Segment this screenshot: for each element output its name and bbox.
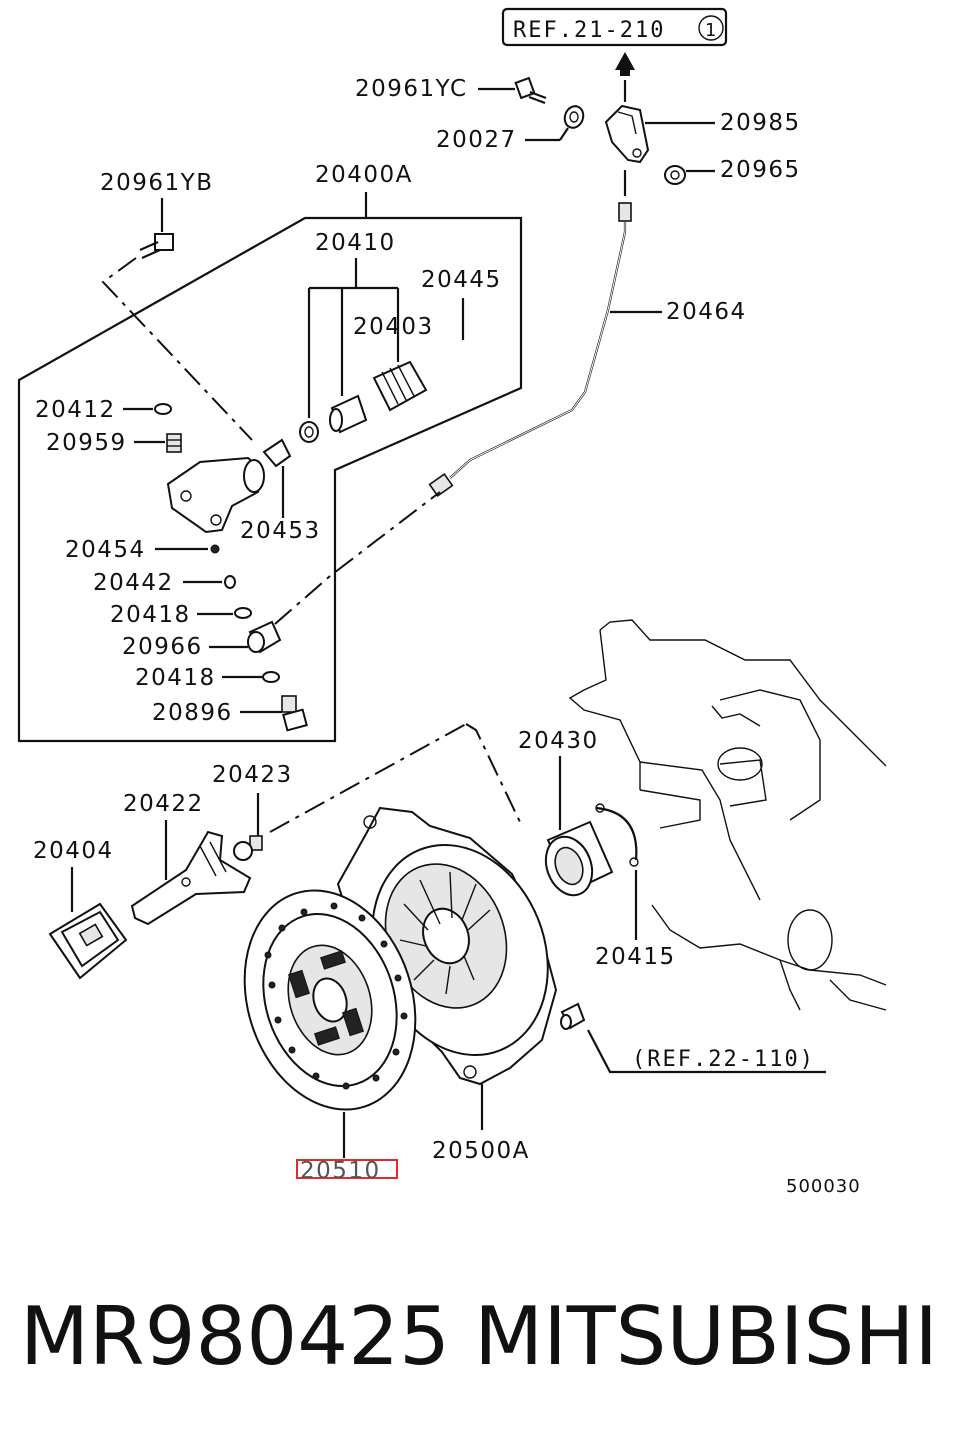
part-number: MR980425: [20, 1290, 450, 1383]
brand-name: MITSUBISHI: [474, 1290, 938, 1383]
ref-21-210-callout[interactable]: REF.21-210 1: [501, 7, 728, 47]
part-20959-bleeder[interactable]: [166, 433, 182, 453]
part-20500A-clutch-cover[interactable]: [336, 806, 578, 1086]
footer: MR980425 MITSUBISHI: [0, 1290, 960, 1390]
label-20404: 20404: [33, 838, 114, 864]
label-20961YB: 20961YB: [100, 170, 214, 196]
clutch-exploded-diagram: REF.21-210 1 20961YC 20027 20985 20965: [17, 7, 887, 1197]
part-20415-clip[interactable]: [595, 803, 639, 867]
label-20445: 20445: [421, 267, 502, 293]
part-20404-dust-boot[interactable]: [48, 902, 128, 980]
part-20423-fulcrum[interactable]: [233, 835, 263, 861]
assembly-20400A-frame: [17, 216, 523, 743]
transmission-housing: [568, 619, 887, 1011]
ref-21-210-text: REF.21-210: [513, 18, 665, 43]
part-20412-cap[interactable]: [154, 403, 172, 415]
label-20403: 20403: [353, 314, 434, 340]
label-20027: 20027: [436, 127, 517, 153]
part-20027-bushing[interactable]: [562, 104, 586, 131]
label-20410: 20410: [315, 230, 396, 256]
label-20418-lower: 20418: [135, 665, 216, 691]
label-20959: 20959: [46, 430, 127, 456]
label-20423: 20423: [212, 762, 293, 788]
part-20965-nut[interactable]: [664, 165, 686, 185]
label-20400A: 20400A: [315, 162, 413, 188]
part-20430-release-bearing[interactable]: [538, 820, 614, 902]
label-20430: 20430: [518, 728, 599, 754]
label-20510[interactable]: 20510: [300, 1158, 381, 1184]
part-20985-bracket[interactable]: [604, 104, 650, 164]
part-20453-piston-seal[interactable]: [262, 438, 292, 468]
ref-circle-number: 1: [705, 20, 717, 41]
part-20418-washer-upper[interactable]: [234, 607, 252, 619]
part-20445-push-rod[interactable]: [434, 322, 507, 358]
diagram-number: 500030: [786, 1176, 861, 1197]
label-20500A: 20500A: [432, 1138, 530, 1164]
part-20418-washer-lower[interactable]: [262, 671, 280, 683]
part-20403-boot[interactable]: [372, 360, 428, 412]
part-slave-cylinder-body[interactable]: [166, 456, 265, 534]
part-20961YB-bolt[interactable]: [139, 233, 174, 260]
label-20961YC[interactable]: 20961YC: [355, 76, 468, 102]
part-20410-cup[interactable]: [299, 421, 319, 443]
label-20896: 20896: [152, 700, 233, 726]
highlight-box-20510: [296, 1159, 398, 1179]
part-20410-piston[interactable]: [329, 394, 368, 434]
label-20453: 20453: [240, 518, 321, 544]
label-20965: 20965: [720, 157, 801, 183]
part-20422-release-fork[interactable]: [130, 830, 252, 926]
label-20412: 20412: [35, 397, 116, 423]
label-20454: 20454: [65, 537, 146, 563]
part-20464-clutch-pipe[interactable]: [428, 202, 632, 498]
part-20442[interactable]: [224, 575, 236, 589]
part-ref-22-110-sensor[interactable]: [560, 1002, 586, 1030]
ref-22-110-text[interactable]: (REF.22-110): [632, 1047, 815, 1072]
label-20464: 20464: [666, 299, 747, 325]
label-20422: 20422: [123, 791, 204, 817]
up-arrow-icon: [615, 52, 635, 102]
part-20896-bolt[interactable]: [281, 695, 308, 732]
part-20961YC-bolt[interactable]: [514, 76, 547, 105]
part-20510-clutch-disc[interactable]: [217, 868, 442, 1132]
label-20442: 20442: [93, 570, 174, 596]
label-20985: 20985: [720, 110, 801, 136]
label-20418-upper: 20418: [110, 602, 191, 628]
label-20966: 20966: [122, 634, 203, 660]
part-20966-union[interactable]: [247, 620, 282, 654]
label-20415: 20415: [595, 944, 676, 970]
part-20454[interactable]: [210, 544, 220, 554]
